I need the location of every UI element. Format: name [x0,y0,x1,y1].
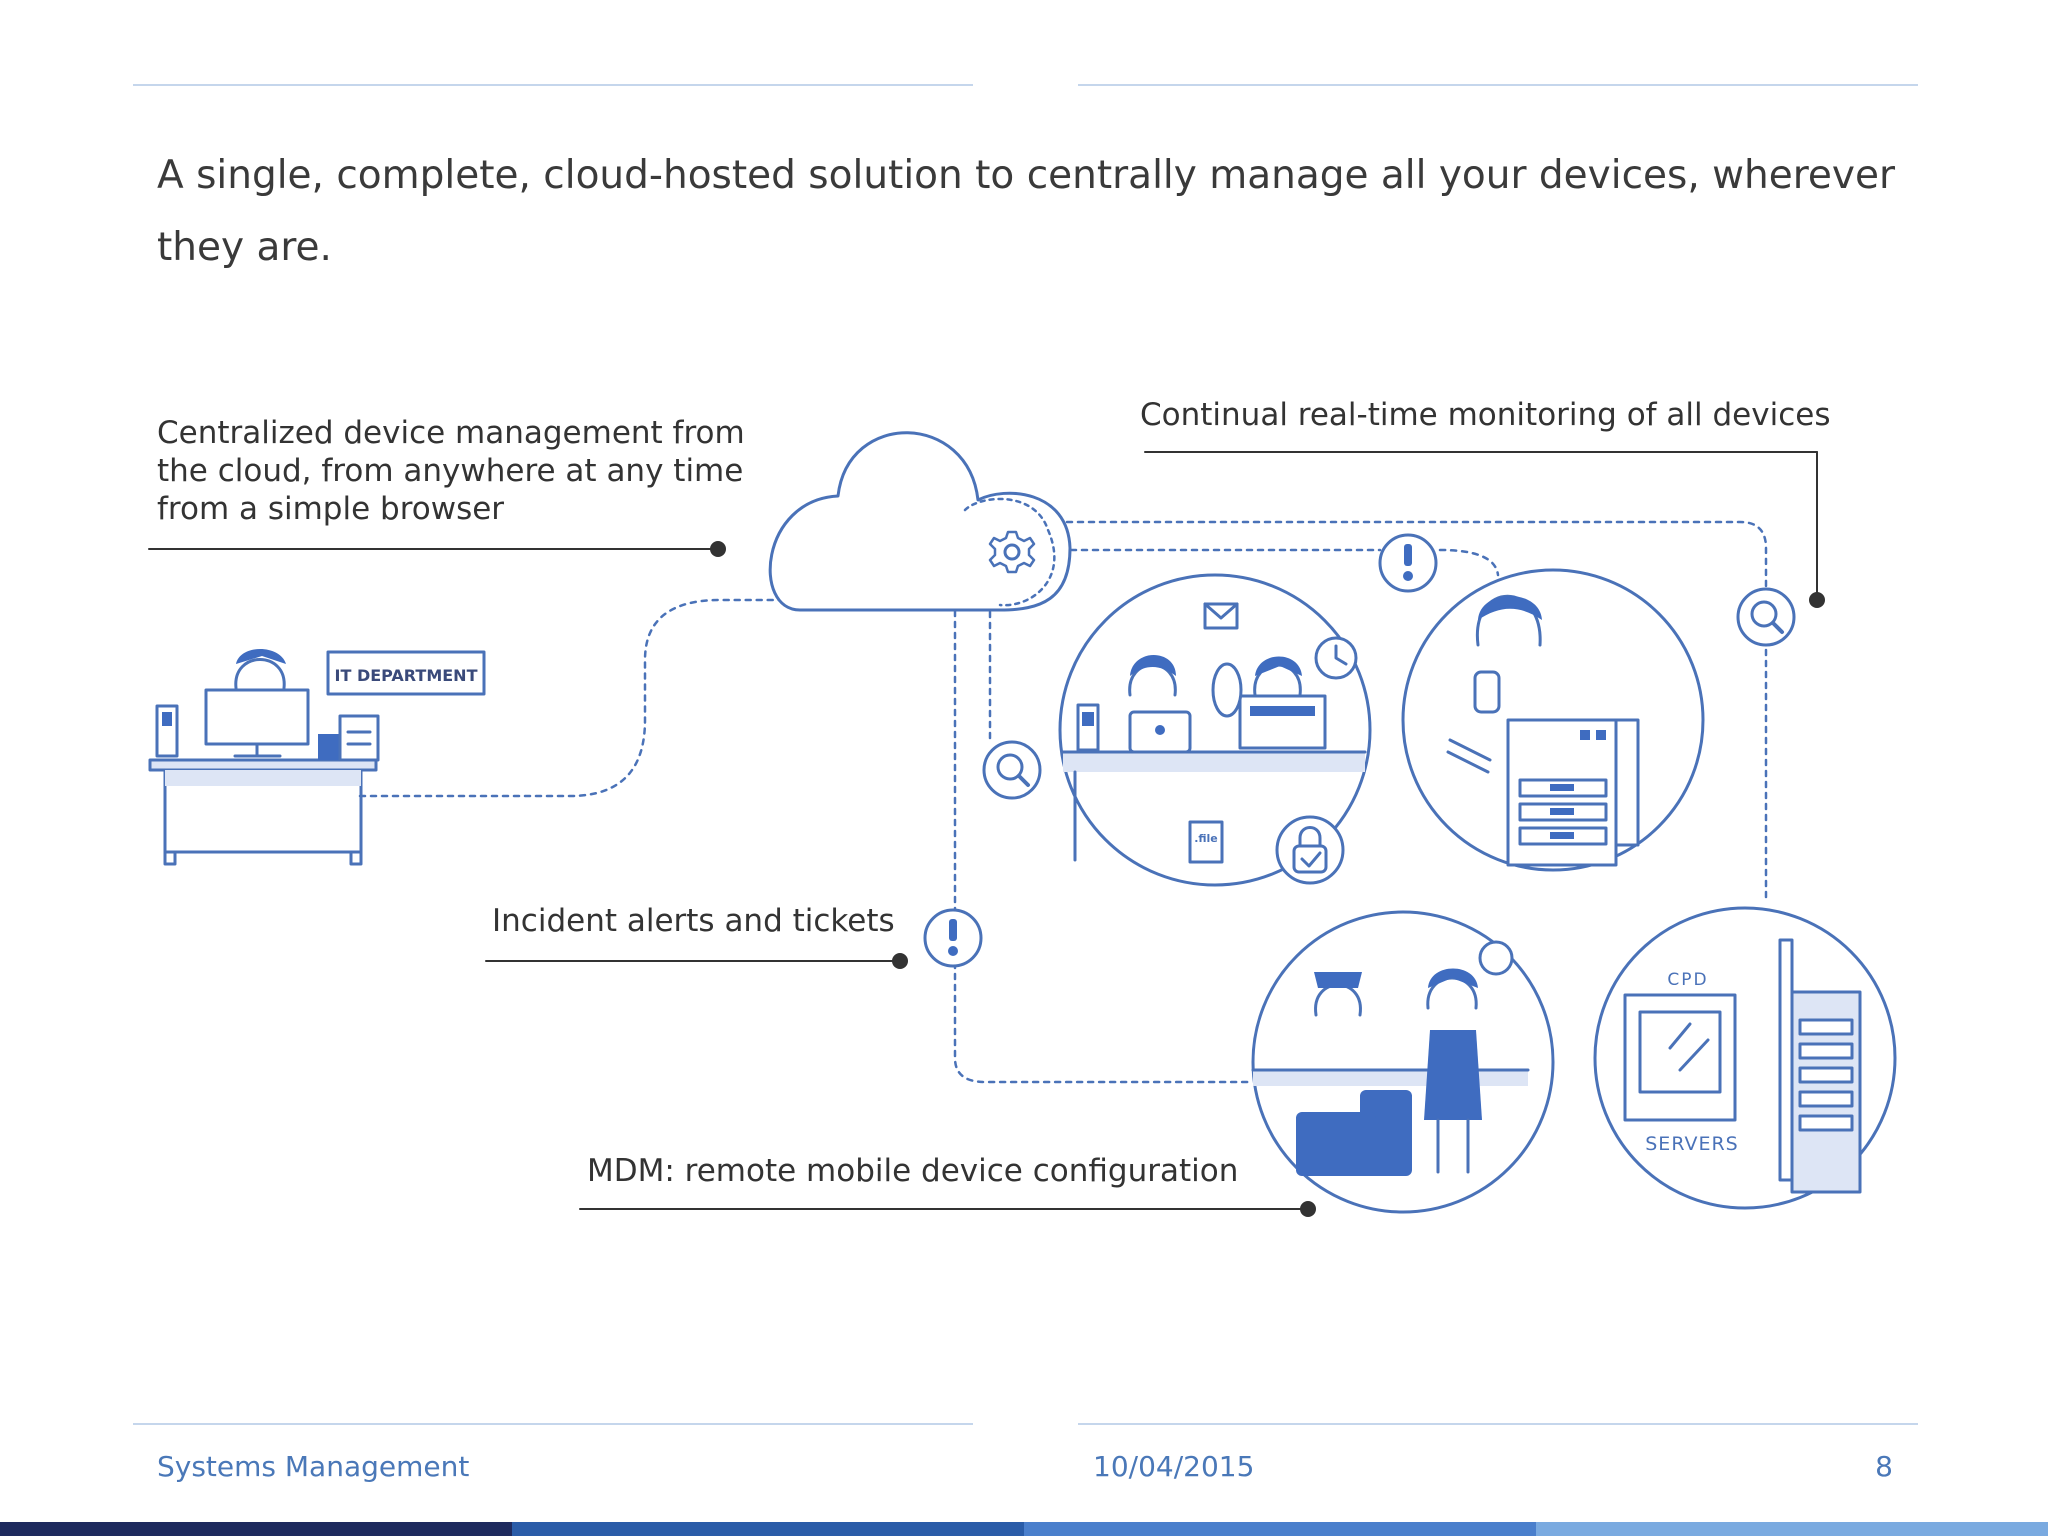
color-bar-3 [1024,1522,1536,1536]
search-icon-right [1736,587,1796,647]
alert-icon-top [1378,533,1438,593]
headline: A single, complete, cloud-hosted solutio… [157,153,1896,270]
printer-scene [1401,568,1705,872]
it-department-label: IT DEPARTMENT [335,666,478,685]
color-bar-2 [512,1522,1024,1536]
file-icon [1188,820,1224,864]
it-department-scene [148,649,486,866]
cpd-label: CPD [1667,970,1708,990]
gear-icon [988,530,1036,574]
reception-scene [1251,910,1555,1214]
search-icon-left [982,740,1042,800]
servers-scene [1593,906,1897,1210]
office-team-scene [1058,573,1372,887]
footer-page-number: 8 [1875,1450,1893,1483]
callout-leader-lines [148,451,1818,1210]
top-rule-left [133,84,973,86]
lock-icon [1275,815,1345,885]
callout-leader-dots [710,541,1825,1217]
callout-incidents: Incident alerts and tickets [492,903,895,939]
bottom-rule-right [1078,1423,1918,1425]
callout-centralized: Centralized device management from the c… [157,415,745,527]
callout-mdm: MDM: remote mobile device configuration [587,1153,1239,1189]
footer-date: 10/04/2015 [1093,1450,1255,1483]
callout-monitoring: Continual real-time monitoring of all de… [1140,397,1831,433]
alert-icon-bottom [923,908,983,968]
footer-title: Systems Management [157,1450,470,1483]
color-bar-1 [0,1522,512,1536]
clock-icon [1314,636,1358,680]
bottom-rule-left [133,1423,973,1425]
servers-label: SERVERS [1645,1133,1739,1155]
file-label: .file [1194,832,1218,845]
cloud-icon [768,431,1072,612]
top-rule-right [1078,84,1918,86]
color-bar-4 [1536,1522,2048,1536]
mail-icon [1203,602,1239,630]
